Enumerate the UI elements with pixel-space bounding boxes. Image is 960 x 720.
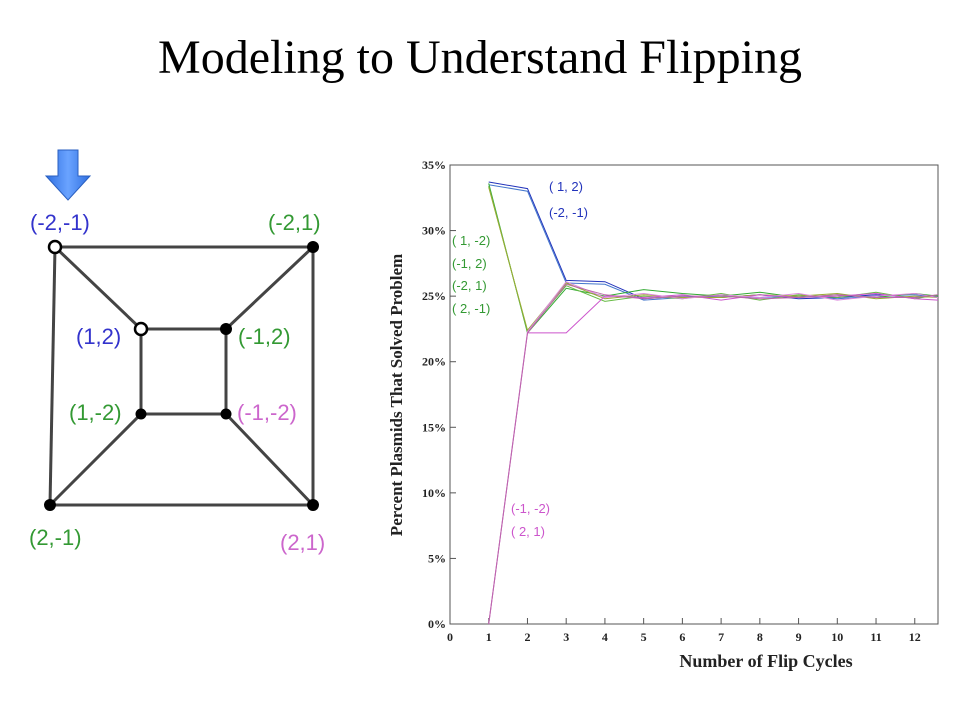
series-line-2 xyxy=(488,184,939,301)
series-line-1 xyxy=(488,181,939,300)
y-tick-label: 15% xyxy=(422,420,446,434)
x-tick-label: 1 xyxy=(486,630,492,644)
graph-vertices xyxy=(44,239,319,511)
series-line-7 xyxy=(488,281,939,625)
vertex-label-inner-top-right: (-1,2) xyxy=(238,324,291,349)
x-tick-label: 4 xyxy=(602,630,608,644)
y-axis-ticks: 0% 5% 10% 15% 20% 25% 30% 35% xyxy=(422,158,456,631)
vertex-inner-top-left xyxy=(133,321,149,337)
edge-diag-top-right xyxy=(224,245,315,331)
chart-axes xyxy=(449,164,939,625)
x-tick-label: 2 xyxy=(524,630,530,644)
vertex-label-outer-top-left: (-2,-1) xyxy=(30,210,90,235)
x-tick-label: 10 xyxy=(831,630,843,644)
annotation-green-1: ( 1, -2) xyxy=(452,233,490,248)
down-arrow-icon xyxy=(44,149,92,201)
edge-diag-top-left xyxy=(53,245,143,331)
series-line-4 xyxy=(488,185,939,333)
y-tick-label: 25% xyxy=(422,289,446,303)
y-tick-label: 0% xyxy=(428,617,446,631)
slide-title: Modeling to Understand Flipping xyxy=(158,31,802,84)
x-tick-label: 8 xyxy=(757,630,763,644)
edge-outer-left xyxy=(48,246,57,506)
annotation-blue-1: ( 1, 2) xyxy=(549,179,583,194)
x-tick-label: 12 xyxy=(909,630,921,644)
flip-graph-diagram: (-2,-1) (-2,1) (1,2) (-1,2) (1,-2) (-1,-… xyxy=(29,149,325,555)
x-axis-label: Number of Flip Cycles xyxy=(679,651,852,671)
graph-edges xyxy=(48,245,315,507)
annotation-pink-1: (-1, -2) xyxy=(511,501,550,516)
x-tick-label: 7 xyxy=(718,630,724,644)
y-axis-label: Percent Plasmids That Solved Problem xyxy=(387,254,406,536)
x-tick-label: 6 xyxy=(679,630,685,644)
vertex-outer-bottom-right xyxy=(307,499,319,511)
vertex-label-outer-bottom-right: (2,1) xyxy=(280,530,325,555)
series-line-6 xyxy=(488,292,939,625)
y-tick-label: 30% xyxy=(422,224,446,238)
annotation-blue-2: (-2, -1) xyxy=(549,205,588,220)
vertex-outer-bottom-left xyxy=(44,499,56,511)
annotation-pink-2: ( 2, 1) xyxy=(511,524,545,539)
x-tick-label: 9 xyxy=(796,630,802,644)
y-tick-label: 5% xyxy=(428,551,446,565)
x-tick-label: 5 xyxy=(641,630,647,644)
vertex-label-inner-bottom-left: (1,-2) xyxy=(69,400,122,425)
vertex-label-inner-bottom-right: (-1,-2) xyxy=(237,400,297,425)
annotation-green-4: ( 2, -1) xyxy=(452,301,490,316)
vertex-label-outer-bottom-left: (2,-1) xyxy=(29,525,82,550)
vertex-inner-bottom-left xyxy=(135,408,147,420)
x-tick-label: 0 xyxy=(447,630,453,644)
vertex-label-inner-top-left: (1,2) xyxy=(76,324,121,349)
x-tick-label: 11 xyxy=(870,630,881,644)
vertex-inner-bottom-right xyxy=(220,408,232,420)
edge-diag-bottom-right xyxy=(224,412,315,507)
annotation-green-2: (-1, 2) xyxy=(452,256,487,271)
x-tick-label: 3 xyxy=(563,630,569,644)
series-line-8 xyxy=(488,283,939,625)
plot-frame xyxy=(449,164,939,625)
series-line-5 xyxy=(488,187,939,332)
y-tick-label: 20% xyxy=(422,355,446,369)
annotation-green-3: (-2, 1) xyxy=(452,278,487,293)
vertex-outer-top-left xyxy=(47,239,63,255)
y-tick-label: 35% xyxy=(422,158,446,172)
vertex-outer-top-right xyxy=(307,241,319,253)
vertex-label-outer-top-right: (-2,1) xyxy=(268,210,321,235)
series-lines xyxy=(488,181,939,625)
y-tick-label: 10% xyxy=(422,486,446,500)
vertex-inner-top-right xyxy=(220,323,232,335)
edge-diag-bottom-left xyxy=(48,412,143,507)
